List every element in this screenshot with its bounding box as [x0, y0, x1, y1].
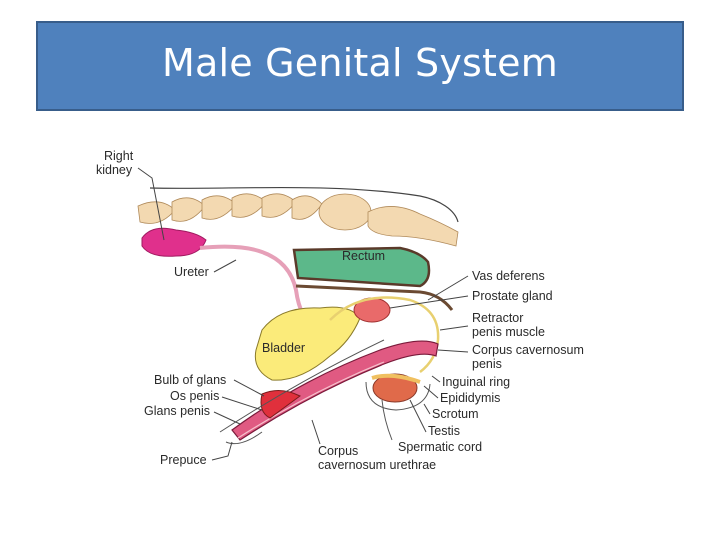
penis-shaft — [231, 340, 439, 441]
rectum — [292, 246, 431, 288]
label-prostate-gland: Prostate gland — [472, 289, 553, 303]
slide-title: Male Genital System — [162, 41, 558, 85]
spermatic-cord — [381, 399, 393, 441]
label-right-kidney-2: kidney — [96, 163, 133, 177]
scrotum-outline — [365, 381, 431, 411]
glans — [260, 390, 301, 419]
label-retractor-1: Retractor — [472, 311, 523, 325]
label-glans-penis: Glans penis — [144, 404, 210, 418]
label-ureter: Ureter — [174, 265, 209, 279]
label-rectum: Rectum — [342, 249, 385, 263]
label-prepuce: Prepuce — [160, 453, 207, 467]
label-corpus-penis-1: Corpus cavernosum — [472, 343, 584, 357]
spine — [137, 193, 459, 247]
label-scrotum: Scrotum — [432, 407, 479, 421]
body-outline — [149, 186, 459, 223]
label-corpus-urethrae-1: Corpus — [318, 444, 358, 458]
label-vas-deferens: Vas deferens — [472, 269, 545, 283]
prepuce-outline — [219, 339, 385, 433]
vas-deferens — [329, 296, 440, 373]
label-epididymis: Epididymis — [440, 391, 500, 405]
label-bulb-of-glans: Bulb of glans — [154, 373, 226, 387]
label-os-penis: Os penis — [170, 389, 219, 403]
label-testis: Testis — [428, 424, 460, 438]
kidney — [141, 227, 207, 257]
title-banner: Male Genital System — [36, 21, 684, 111]
label-corpus-urethrae-2: cavernosum urethrae — [318, 458, 436, 472]
bladder — [254, 306, 361, 381]
label-spermatic-cord: Spermatic cord — [398, 440, 482, 454]
label-inguinal-ring: Inguinal ring — [442, 375, 510, 389]
label-bladder: Bladder — [262, 341, 305, 355]
label-right-kidney-1: Right — [104, 149, 134, 163]
epididymis — [371, 373, 421, 384]
label-corpus-penis-2: penis — [472, 357, 502, 371]
testis — [372, 373, 418, 403]
label-retractor-2: penis muscle — [472, 325, 545, 339]
